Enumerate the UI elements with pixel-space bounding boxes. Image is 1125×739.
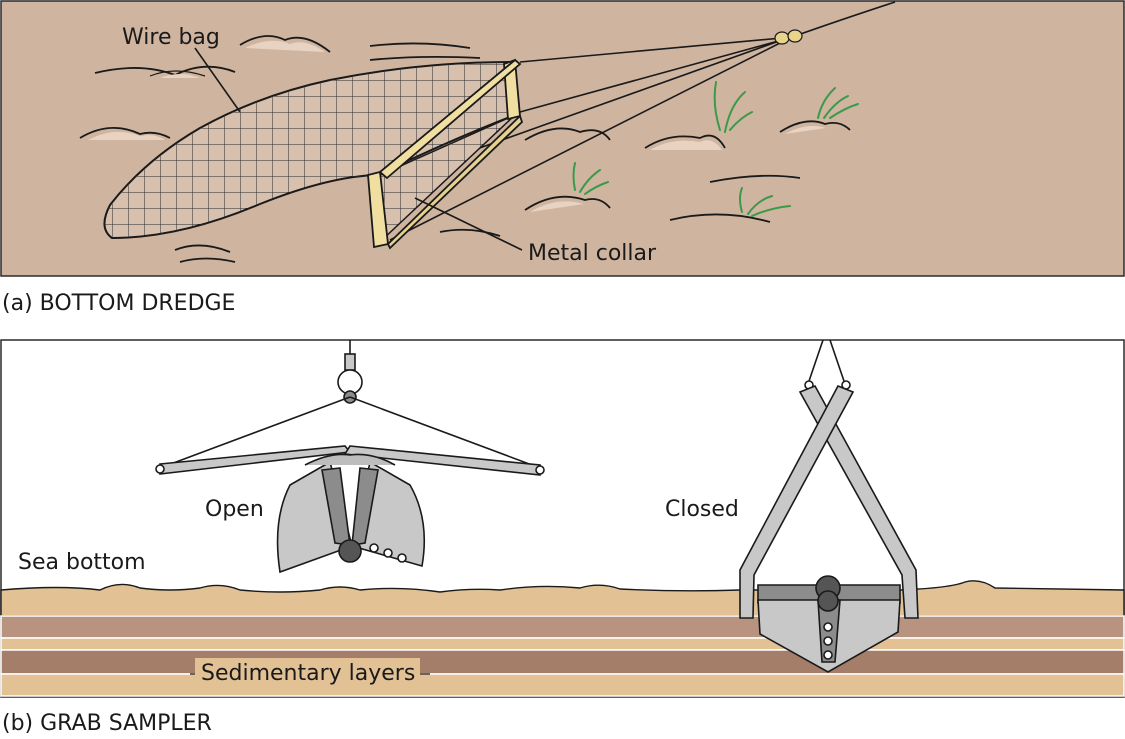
leader-lines-a — [194, 47, 523, 251]
sedimentary-label-bg — [195, 658, 420, 688]
shackle — [774, 29, 803, 45]
metal-collar — [367, 58, 524, 250]
panel-a-caption: (a) BOTTOM DREDGE — [2, 291, 235, 316]
metal-collar-label: Metal collar — [528, 241, 657, 266]
mound-highlights — [88, 40, 826, 212]
sea-bottom-label: Sea bottom — [18, 550, 146, 575]
panel-a-bottom-dredge: Wire bag Metal collar — [0, 0, 1125, 277]
wire-bag-label: Wire bag — [122, 25, 220, 50]
sediment-layers — [0, 580, 1125, 697]
closed-label: Closed — [665, 497, 739, 522]
wire-bag — [103, 60, 517, 242]
open-label: Open — [205, 497, 264, 522]
sea-grass — [572, 81, 859, 217]
closed-grab-sampler — [739, 339, 919, 673]
open-grab-sampler — [155, 340, 545, 574]
tow-lines — [389, 1, 896, 241]
panel-b-grab-sampler: Open Closed Sea bottom Sedimentary layer… — [0, 339, 1125, 698]
seabed-mounds — [79, 35, 851, 263]
panel-b-caption: (b) GRAB SAMPLER — [2, 711, 212, 736]
sedimentary-layers-label: Sedimentary layers — [201, 661, 415, 686]
